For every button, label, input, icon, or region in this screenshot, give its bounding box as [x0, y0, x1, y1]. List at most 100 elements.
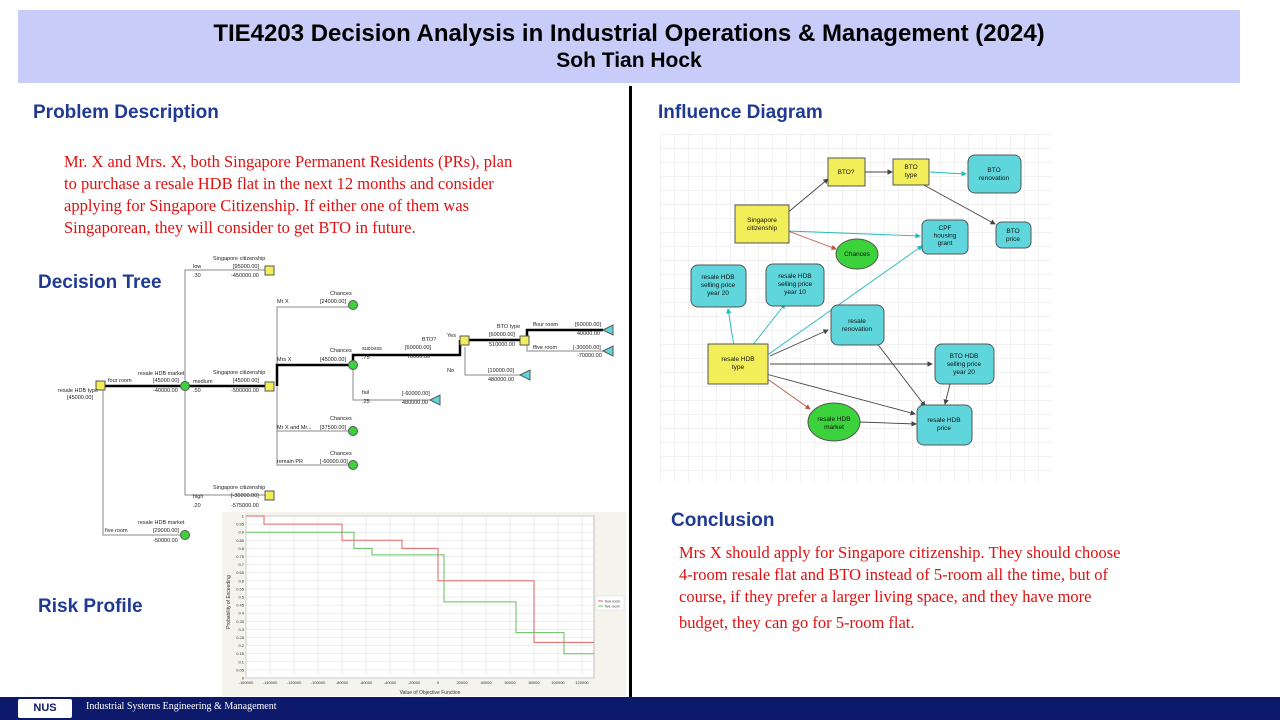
series-line-four-room: [246, 515, 594, 643]
terminal-node: [601, 345, 614, 357]
conclusion-text: Mrs X should apply for Singapore citizen…: [679, 542, 1219, 634]
tree-label: Chances: [330, 291, 352, 297]
y-tick-label: 0.65: [236, 570, 245, 575]
x-tick-label: 60000: [504, 680, 516, 685]
y-tick-label: 0.6: [238, 578, 244, 583]
tree-label: Yes: [447, 333, 456, 339]
y-tick-label: 0: [242, 676, 245, 681]
tree-label: Chances: [330, 451, 352, 457]
x-tick-label: -100000: [311, 680, 326, 685]
tree-label: five room: [105, 528, 128, 534]
x-tick-label: -80000: [336, 680, 349, 685]
tree-branch: [184, 269, 265, 385]
node-bto-decision: [827, 157, 866, 187]
y-tick-label: 0.1: [238, 659, 244, 664]
tree-label: [-60000.00]: [402, 391, 430, 397]
tree-label: Mrs X: [277, 357, 292, 363]
influence-arc: [765, 377, 811, 410]
influence-arc: [943, 383, 951, 405]
problem-heading: Problem Description: [33, 102, 219, 123]
tree-branch: [184, 385, 265, 496]
y-tick-label: 0.7: [238, 562, 244, 567]
x-tick-label: -120000: [287, 680, 302, 685]
risk-profile-chart: 00.050.10.150.20.250.30.350.40.450.50.55…: [222, 512, 626, 696]
influence-arc: [765, 373, 916, 416]
problem-line: Singaporean, they will consider to get B…: [64, 218, 416, 237]
influence-arc: [929, 171, 967, 177]
x-tick-label: 0: [437, 680, 440, 685]
tree-label: success: [362, 346, 382, 352]
tree-label: [45000.00]: [153, 378, 179, 384]
y-tick-label: 0.8: [238, 546, 244, 551]
tree-label: [37500.00]: [320, 425, 346, 431]
y-tick-label: 0.35: [236, 619, 245, 624]
page-title: TIE4203 Decision Analysis in Industrial …: [213, 20, 1045, 47]
influence-arc: [785, 178, 829, 215]
footer-text: Industrial Systems Engineering & Managem…: [86, 701, 277, 712]
tree-label: 70000.00: [407, 354, 430, 360]
y-tick-label: 0.75: [236, 554, 245, 559]
tree-label: -500000.00: [231, 388, 259, 394]
footer-bar: NUS Industrial Systems Engineering & Man…: [0, 697, 1280, 720]
author-name: Soh Tian Hock: [556, 49, 702, 72]
node-bto-price-y20: [934, 343, 995, 385]
tree-label: [10000.00]: [488, 368, 514, 374]
problem-line: Mr. X and Mrs. X, both Singapore Permane…: [64, 152, 513, 171]
problem-line: to purchase a resale HDB flat in the nex…: [64, 174, 494, 193]
tree-label: BTO type: [497, 324, 520, 330]
tree-label: [-30000.00]: [231, 493, 259, 499]
tree-branch: [276, 306, 350, 386]
terminal-node: [601, 324, 614, 336]
tree-label: [60000.00]: [405, 345, 431, 351]
node-bto-price: [995, 221, 1032, 249]
node-bto-renovation: [967, 154, 1022, 194]
y-tick-label: 0.15: [236, 651, 245, 656]
conclusion-line: 4-room resale flat and BTO instead of 5-…: [679, 565, 1109, 584]
tree-label: fail: [362, 390, 369, 396]
tree-label: .20: [193, 503, 201, 509]
tree-label: [29000.00]: [153, 528, 179, 534]
chance-node: [348, 426, 358, 436]
x-tick-label: -40000: [384, 680, 397, 685]
decision-node: [264, 381, 275, 392]
tree-label: resale HDB type: [58, 388, 98, 394]
tree-branch: [276, 386, 350, 466]
x-tick-label: 100000: [551, 680, 565, 685]
tree-label: high: [193, 494, 203, 500]
node-label: BTO?: [838, 169, 855, 176]
tree-label: Chances: [330, 416, 352, 422]
vertical-divider: [629, 86, 632, 698]
terminal-node: [518, 369, 531, 381]
tree-label: .30: [193, 273, 201, 279]
decision-tree-heading: Decision Tree: [38, 272, 162, 293]
tree-label: resale HDB market: [138, 371, 185, 377]
tree-branch: [102, 386, 185, 536]
problem-line: applying for Singapore Citizenship. If e…: [64, 196, 470, 215]
tree-label: [-30000.00]: [573, 345, 601, 351]
y-tick-label: 0.55: [236, 586, 245, 591]
tree-label: .75: [362, 355, 370, 361]
influence-arc: [769, 329, 829, 357]
legend-label: five room: [605, 605, 620, 609]
x-tick-label: 40000: [480, 680, 492, 685]
chance-node: [348, 300, 358, 310]
x-axis-label: Value of Objective Function: [400, 690, 461, 696]
x-tick-label: 80000: [528, 680, 540, 685]
tree-branch: [526, 343, 603, 352]
tree-label: 480000.00: [402, 400, 428, 406]
y-axis-label: Probability of Exceeding: [226, 575, 232, 629]
tree-label: BTO?: [422, 337, 436, 343]
tree-label: remain PR: [277, 459, 303, 465]
tree-label: [45000.00]: [320, 357, 346, 363]
x-tick-label: -140000: [263, 680, 278, 685]
y-tick-label: 0.45: [236, 603, 245, 608]
decision-node: [459, 335, 470, 346]
y-tick-label: 0.3: [238, 627, 244, 632]
tree-optimal-path: [351, 340, 462, 365]
conclusion-line: Mrs X should apply for Singapore citizen…: [679, 543, 1121, 562]
